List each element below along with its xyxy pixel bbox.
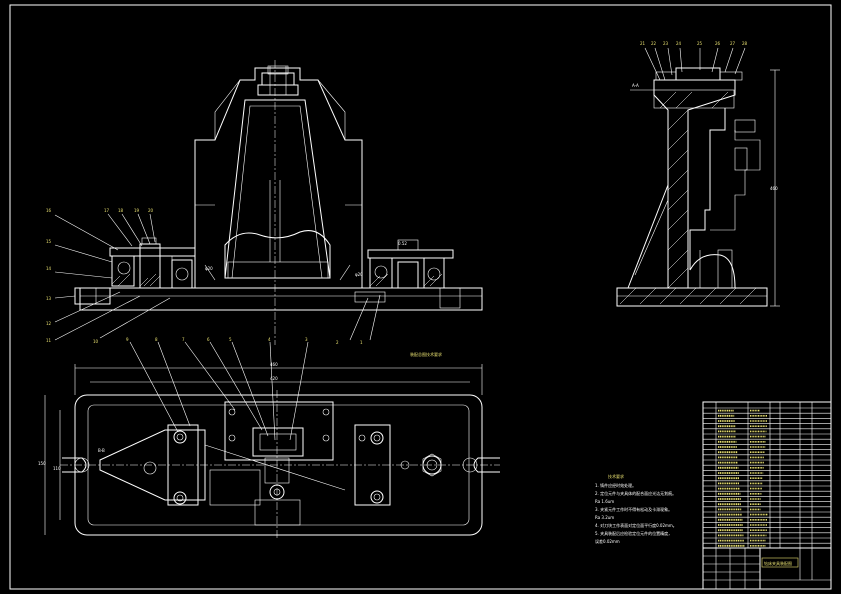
svg-text:7: 7	[182, 337, 185, 342]
svg-text:28: 28	[742, 41, 748, 46]
note-line: 3. 夹紧元件工作时不得有松动及卡滞现象。	[595, 506, 672, 512]
svg-text:10: 10	[93, 339, 99, 344]
svg-text:14: 14	[46, 266, 52, 271]
svg-text:B-B: B-B	[98, 448, 105, 453]
front-view: 16 17 18 19 20 15 14 13 12 11 10 2 1 0.52 φ20 φ20	[46, 60, 483, 345]
svg-text:A-A: A-A	[632, 83, 639, 88]
svg-text:11: 11	[46, 338, 52, 343]
svg-text:150: 150	[38, 461, 46, 466]
note-line: Ra 3.2um	[595, 515, 614, 520]
top-view: 460 420 150 110	[38, 337, 500, 540]
svg-text:12: 12	[46, 321, 52, 326]
svg-text:20: 20	[148, 208, 154, 213]
svg-text:4: 4	[268, 337, 271, 342]
svg-text:460: 460	[770, 186, 778, 191]
svg-text:110: 110	[53, 466, 61, 471]
svg-text:φ20: φ20	[355, 272, 363, 277]
side-view: 460 21 22 23 24 25 26 27 28 A-A	[616, 41, 780, 307]
svg-text:22: 22	[651, 41, 657, 46]
svg-text:420: 420	[270, 376, 278, 381]
svg-text:23: 23	[663, 41, 669, 46]
drawing-border	[9, 4, 832, 590]
svg-text:460: 460	[270, 362, 278, 367]
svg-text:5: 5	[229, 337, 232, 342]
note-line: 误差0.02mm	[595, 538, 620, 544]
svg-text:2: 2	[336, 340, 339, 345]
note-line: 1. 铸件应经时效处理。	[595, 482, 636, 488]
svg-text:3: 3	[305, 337, 308, 342]
note-line: 2. 定位元件与夹具体的配合面应光洁无划痕。	[595, 490, 676, 496]
note-line: 5. 夹具装配后应检验定位元件的位置精度，	[595, 530, 672, 536]
notes-title: 技术要求	[608, 473, 624, 479]
svg-text:17: 17	[104, 208, 110, 213]
svg-text:0.52: 0.52	[398, 241, 407, 246]
svg-text:18: 18	[118, 208, 124, 213]
svg-text:8: 8	[155, 337, 158, 342]
svg-text:9: 9	[126, 337, 129, 342]
note-line: Ra 1.6um	[595, 499, 614, 504]
svg-text:19: 19	[134, 208, 140, 213]
title-block-name: 钻床夹具装配图	[764, 560, 792, 566]
svg-text:6: 6	[207, 337, 210, 342]
svg-text:16: 16	[46, 208, 52, 213]
svg-text:26: 26	[715, 41, 721, 46]
parts-list-table	[702, 401, 832, 549]
svg-text:24: 24	[676, 41, 682, 46]
svg-text:13: 13	[46, 296, 52, 301]
note-line: 4. 对刀块工作表面对定位面平行度0.02mm。	[595, 522, 677, 528]
svg-text:15: 15	[46, 239, 52, 244]
svg-text:1: 1	[360, 340, 363, 345]
title-block: 钻床夹具装配图	[702, 547, 832, 590]
section-label: 装配总图技术要求	[410, 351, 442, 357]
svg-text:27: 27	[730, 41, 736, 46]
svg-text:25: 25	[697, 41, 703, 46]
svg-text:21: 21	[640, 41, 646, 46]
svg-text:φ20: φ20	[205, 266, 213, 271]
technical-notes: 技术要求 1. 铸件应经时效处理。 2. 定位元件与夹具体的配合面应光洁无划痕。…	[595, 473, 677, 544]
